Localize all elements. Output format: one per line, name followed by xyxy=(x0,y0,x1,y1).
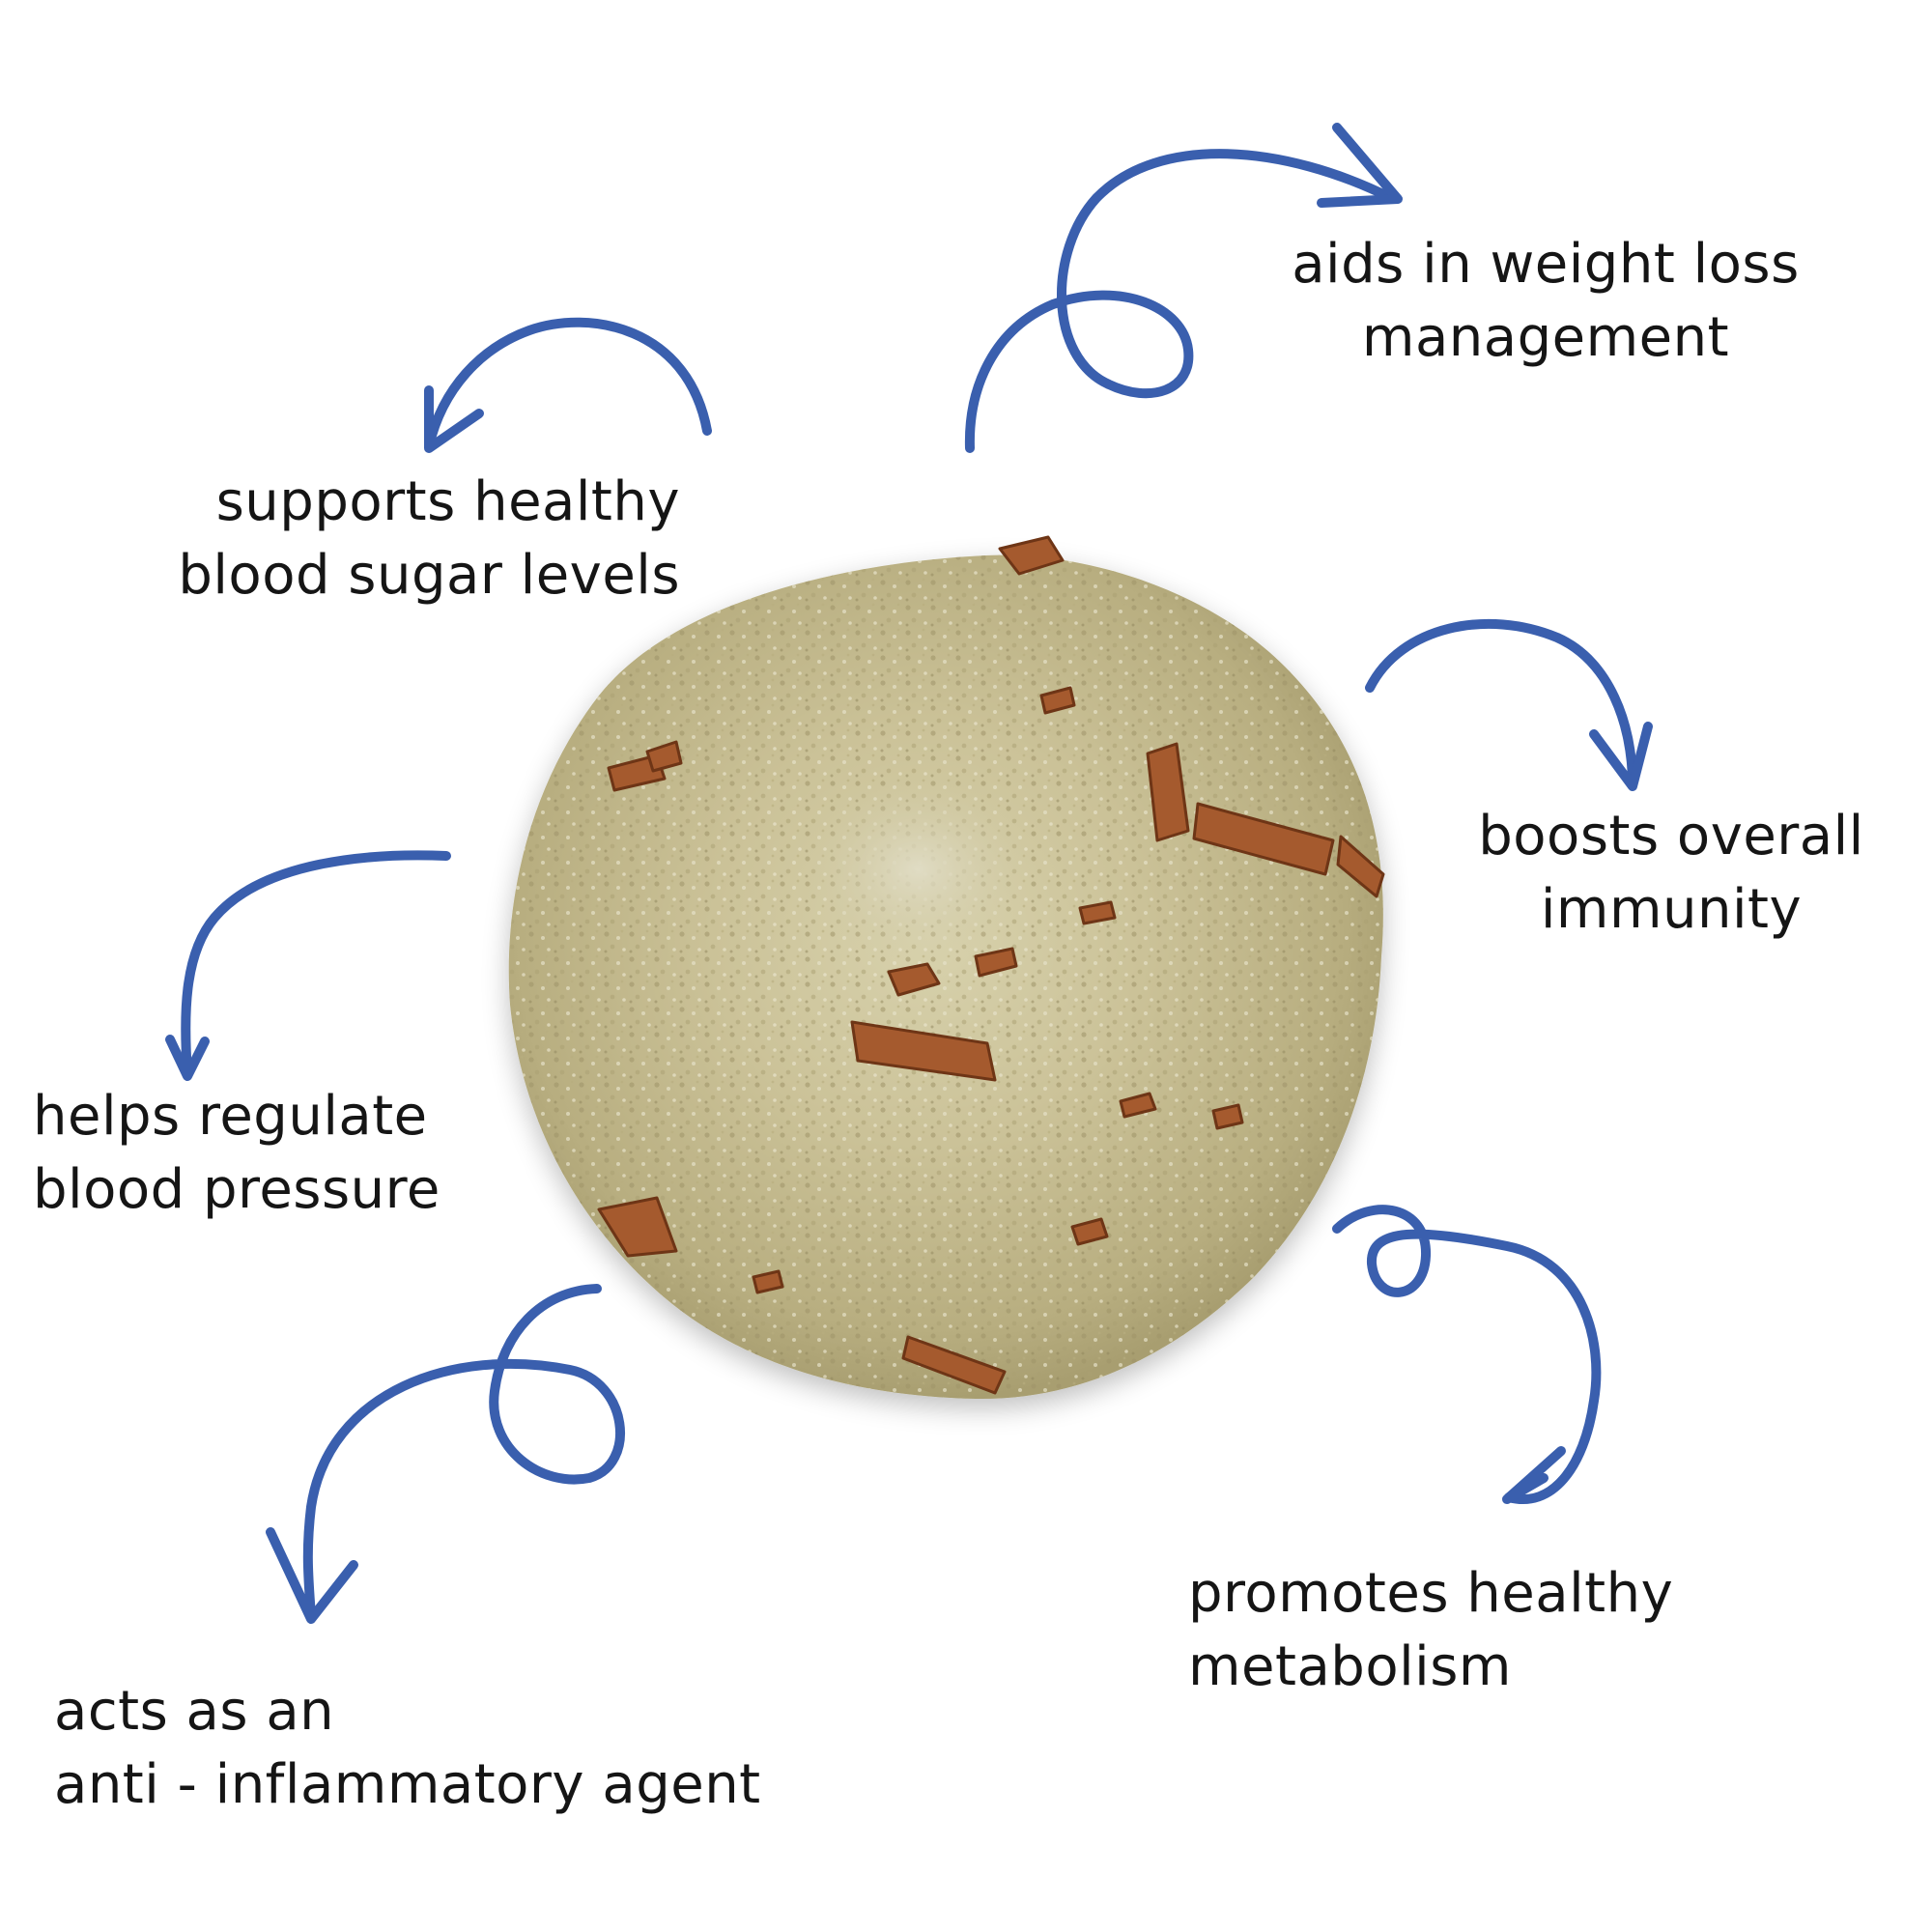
benefit-line: anti - inflammatory agent xyxy=(54,1753,761,1816)
benefit-line: promotes healthy xyxy=(1188,1562,1674,1625)
benefit-blood-sugar: supports healthy blood sugar levels xyxy=(178,466,680,612)
benefit-line: aids in weight loss xyxy=(1292,233,1800,296)
benefit-line: management xyxy=(1361,306,1730,369)
benefit-blood-pressure: helps regulate blood pressure xyxy=(33,1080,440,1227)
benefit-line: immunity xyxy=(1540,878,1803,941)
benefit-weight-loss: aids in weight loss management xyxy=(1236,228,1855,375)
benefit-line: metabolism xyxy=(1188,1635,1512,1698)
benefit-line: blood pressure xyxy=(33,1158,440,1221)
benefit-line: supports healthy xyxy=(215,470,680,533)
benefit-immunity: boosts overall immunity xyxy=(1449,800,1893,947)
benefit-anti-inflammatory: acts as an anti - inflammatory agent xyxy=(54,1675,761,1822)
benefit-line: acts as an xyxy=(54,1680,335,1743)
benefit-line: boosts overall xyxy=(1478,805,1864,867)
benefit-line: helps regulate xyxy=(33,1085,428,1148)
benefit-line: blood sugar levels xyxy=(178,544,680,607)
benefit-metabolism: promotes healthy metabolism xyxy=(1188,1557,1673,1704)
